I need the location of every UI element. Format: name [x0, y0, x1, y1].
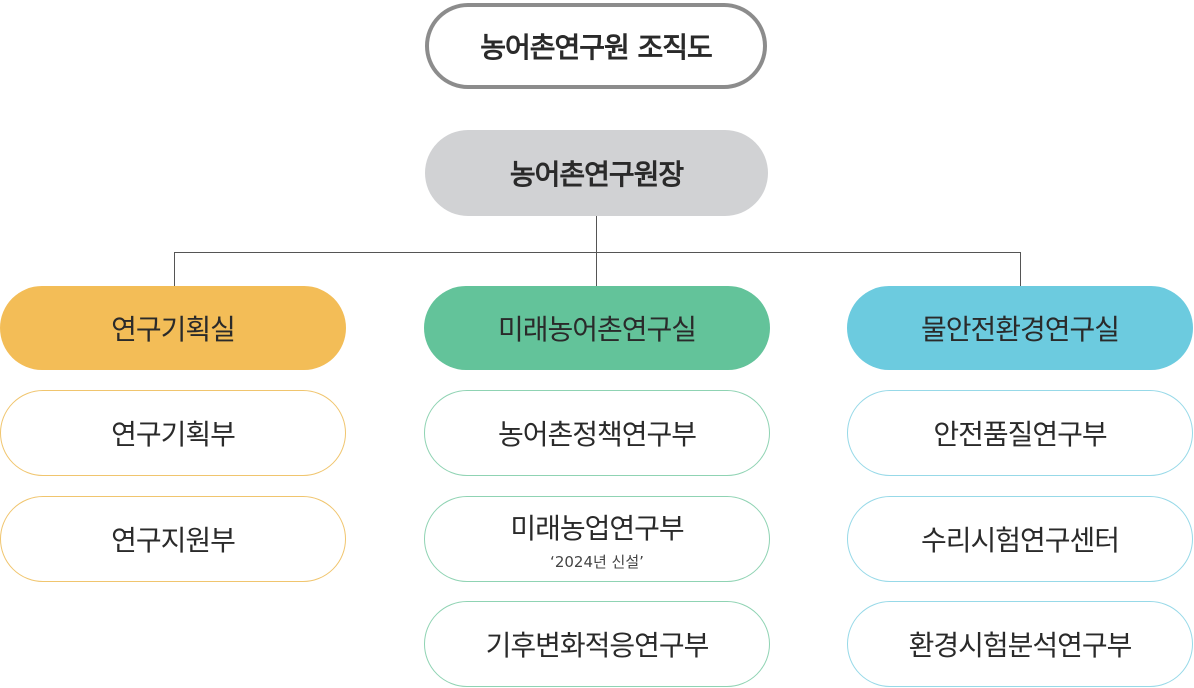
connector-horizontal [174, 252, 1021, 253]
unit-node: 연구지원부 [0, 496, 346, 582]
head-node: 농어촌연구원장 [425, 130, 768, 216]
chart-title: 농어촌연구원 조직도 [425, 3, 767, 89]
division-node: 물안전환경연구실 [847, 286, 1193, 370]
division-label: 물안전환경연구실 [920, 313, 1120, 346]
unit-label: 연구지원부 [111, 524, 236, 557]
unit-node: 환경시험분석연구부 [847, 601, 1193, 687]
unit-label: 환경시험분석연구부 [908, 629, 1133, 662]
unit-label: 기후변화적응연구부 [485, 629, 710, 662]
division-column-planning: 연구기획실 연구기획부 연구지원부 [0, 0, 346, 688]
unit-node: 수리시험연구센터 [847, 496, 1193, 582]
unit-note: ‘2024년 신설’ [550, 552, 644, 571]
division-label: 연구기획실 [111, 313, 236, 346]
unit-label: 미래농업연구부 [510, 511, 684, 545]
head-node-label: 농어촌연구원장 [509, 158, 684, 191]
unit-label: 수리시험연구센터 [920, 524, 1120, 557]
connector-head-vertical [596, 216, 597, 252]
chart-title-text: 농어촌연구원 조직도 [480, 31, 713, 64]
unit-node: 안전품질연구부 [847, 390, 1193, 476]
unit-node: 연구기획부 [0, 390, 346, 476]
unit-node: 기후변화적응연구부 [424, 601, 770, 687]
unit-label: 안전품질연구부 [933, 418, 1107, 451]
connector-left-vertical [174, 252, 175, 286]
division-node: 미래농어촌연구실 [424, 286, 770, 370]
division-node: 연구기획실 [0, 286, 346, 370]
division-column-water: 물안전환경연구실 안전품질연구부 수리시험연구센터 환경시험분석연구부 [847, 0, 1193, 688]
unit-node: 미래농업연구부 ‘2024년 신설’ [424, 496, 770, 582]
unit-label: 연구기획부 [111, 418, 236, 451]
division-label: 미래농어촌연구실 [497, 313, 697, 346]
connector-center-vertical [596, 252, 597, 286]
connector-right-vertical [1020, 252, 1021, 286]
unit-node: 농어촌정책연구부 [424, 390, 770, 476]
unit-label: 농어촌정책연구부 [497, 418, 697, 451]
division-column-future: 미래농어촌연구실 농어촌정책연구부 미래농업연구부 ‘2024년 신설’ 기후변… [424, 0, 770, 688]
